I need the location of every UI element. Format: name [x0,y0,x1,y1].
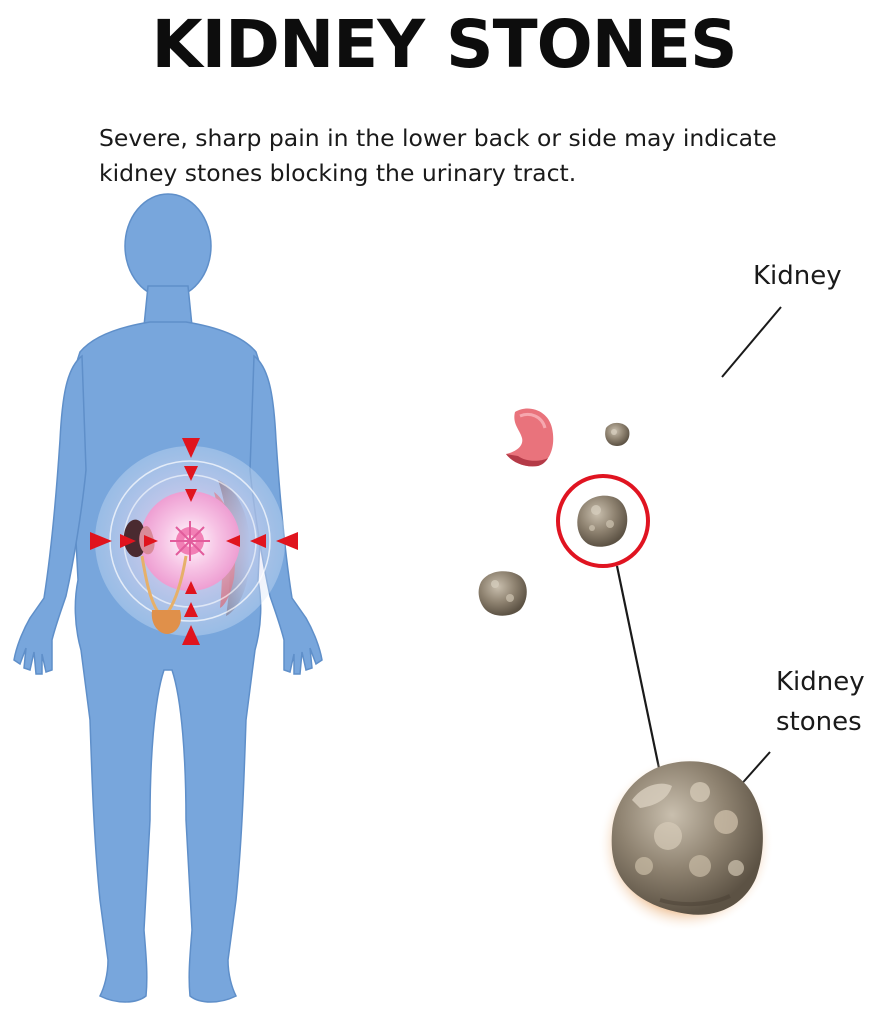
kidney-leader-line [721,306,782,378]
arrow-left-1-icon [226,535,240,547]
arrow-up-3-icon [182,625,200,645]
pain-arrows [90,438,298,645]
page-subtitle: Severe, sharp pain in the lower back or … [99,124,777,187]
page-title: KIDNEY STONES [151,6,737,83]
arrow-down-1-icon [182,438,200,458]
kidney-stones-label-line2: stones [776,707,862,737]
arrow-up-2-icon [184,602,198,617]
zoom-connector-line [615,565,667,798]
stone-medium-icon [478,571,527,616]
arrow-up-1-icon [185,581,197,594]
kidney-center-icon [170,521,210,561]
arrow-down-2-icon [184,466,198,481]
arrow-right-3-icon [144,535,158,547]
body-neck [143,285,193,327]
body-arm-left [13,354,87,675]
stone-circled-icon [577,495,628,547]
kidney-stones-label-line1: Kidney [776,667,865,697]
arrow-down-3-icon [185,489,197,502]
body-head [124,193,212,299]
stone-large-icon [598,756,774,932]
body-torso-legs [69,321,267,1003]
kidney-label: Kidney [753,261,842,291]
stone-small-icon [605,422,630,446]
arrow-right-1-icon [90,532,112,550]
bladder-icon [151,610,182,634]
callout-circle [556,474,650,568]
kidney-icon [506,408,554,467]
kidney-small-left-icon [123,519,145,558]
arrow-left-3-icon [276,532,298,550]
arrow-right-2-icon [120,534,136,548]
arrow-left-2-icon [250,534,266,548]
